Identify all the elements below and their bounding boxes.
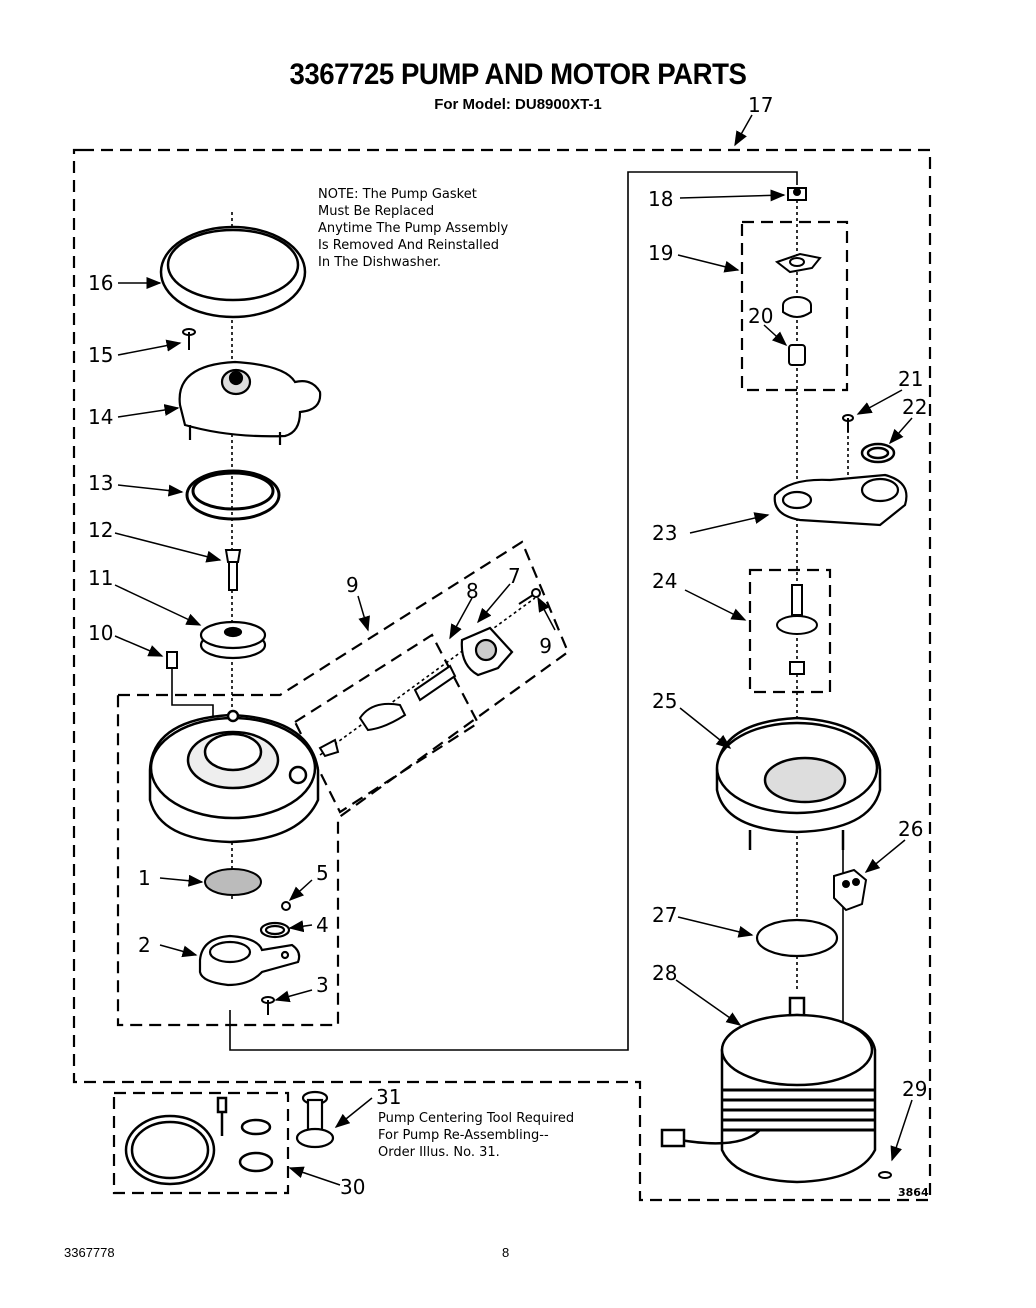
part-15-screw [182, 328, 196, 350]
page-number: 8 [502, 1245, 510, 1260]
callout-2: 2 [138, 933, 151, 957]
part-2-pump-base [198, 934, 301, 987]
callout-6: 6 [539, 633, 552, 657]
part-4-seal [259, 921, 291, 939]
callout-31: 31 [376, 1085, 401, 1109]
part-7-valve-housing [460, 626, 514, 677]
callout-12: 12 [88, 518, 113, 542]
centering-tool-note: Pump Centering Tool Required For Pump Re… [378, 1111, 575, 1160]
part-19-bracket [774, 252, 822, 318]
callout-15: 15 [88, 343, 113, 367]
callout-24: 24 [652, 569, 677, 593]
part-1-filter-screen [204, 868, 262, 896]
model-subtitle: For Model: DU8900XT-1 [434, 96, 602, 113]
part-12-impeller-bolt [224, 549, 242, 591]
pump-housing [148, 709, 320, 844]
part-29-screw [878, 1171, 892, 1179]
part-6-pin [518, 588, 541, 605]
part-23-mounting-plate [773, 473, 908, 527]
part-26-connector [833, 868, 868, 912]
callout-17: 17 [748, 93, 773, 117]
doc-number: 3367778 [64, 1245, 115, 1260]
callout-14: 14 [88, 405, 113, 429]
part-8-valve-spring [318, 664, 457, 758]
callout-7: 7 [508, 564, 521, 588]
gasket-note: NOTE: The Pump Gasket Must Be Replaced A… [318, 187, 509, 270]
callout-18: 18 [648, 187, 673, 211]
callout-21: 21 [898, 367, 923, 391]
callout-11: 11 [88, 566, 113, 590]
callout-26: 26 [898, 817, 923, 841]
callout-3: 3 [316, 973, 329, 997]
valve-subassembly-boundary-9 [293, 633, 480, 814]
callout-22: 22 [902, 395, 927, 419]
callout-19: 19 [648, 241, 673, 265]
callout-9: 9 [346, 573, 359, 597]
part-24-coupling [776, 584, 818, 675]
callout-16: 16 [88, 271, 113, 295]
part-10-screw [166, 651, 178, 669]
part-11-impeller [199, 620, 267, 660]
main-boundary-17 [72, 148, 932, 1202]
callout-1: 1 [138, 866, 151, 890]
part-16-pump-gasket [159, 225, 307, 319]
part-31-centering-tool [295, 1090, 335, 1149]
part-18-nut [787, 187, 807, 201]
callout-23: 23 [652, 521, 677, 545]
page-title: 3367725 PUMP AND MOTOR PARTS [289, 58, 747, 91]
part-5-check-ball [281, 901, 291, 911]
motor-wire-path [229, 171, 798, 1051]
valve-axis [319, 597, 536, 756]
kit-boundary-19 [740, 220, 849, 392]
part-20-bushing [788, 344, 806, 366]
callout-13: 13 [88, 471, 113, 495]
part-27-slinger [755, 918, 839, 958]
callout-28: 28 [652, 961, 677, 985]
part-3-screw [261, 996, 275, 1015]
pump-subassembly-boundary [116, 540, 570, 1027]
callout-labels: 1 2 3 4 5 6 7 8 9 10 11 12 13 14 15 16 1… [88, 93, 929, 1199]
callout-10: 10 [88, 621, 113, 645]
part-25-motor-mount [715, 716, 882, 850]
kit-boundary-30 [112, 1091, 290, 1195]
part-22-grommet [860, 442, 896, 464]
callout-29: 29 [902, 1077, 927, 1101]
part-13-o-ring [185, 469, 281, 521]
callout-20: 20 [748, 304, 773, 328]
callout-4: 4 [316, 913, 329, 937]
callout-5: 5 [316, 861, 329, 885]
figure-code: 3864 [898, 1186, 929, 1199]
part-28-motor [660, 996, 877, 1184]
callout-27: 27 [652, 903, 677, 927]
callout-8: 8 [466, 579, 479, 603]
callout-30: 30 [340, 1175, 365, 1199]
assembly-boundaries [72, 148, 932, 1202]
callout-25: 25 [652, 689, 677, 713]
kit-boundary-24 [748, 568, 832, 694]
part-21-screw [842, 414, 854, 432]
part-30-seal-kit [124, 1096, 274, 1186]
part-14-pump-cover [178, 360, 322, 445]
